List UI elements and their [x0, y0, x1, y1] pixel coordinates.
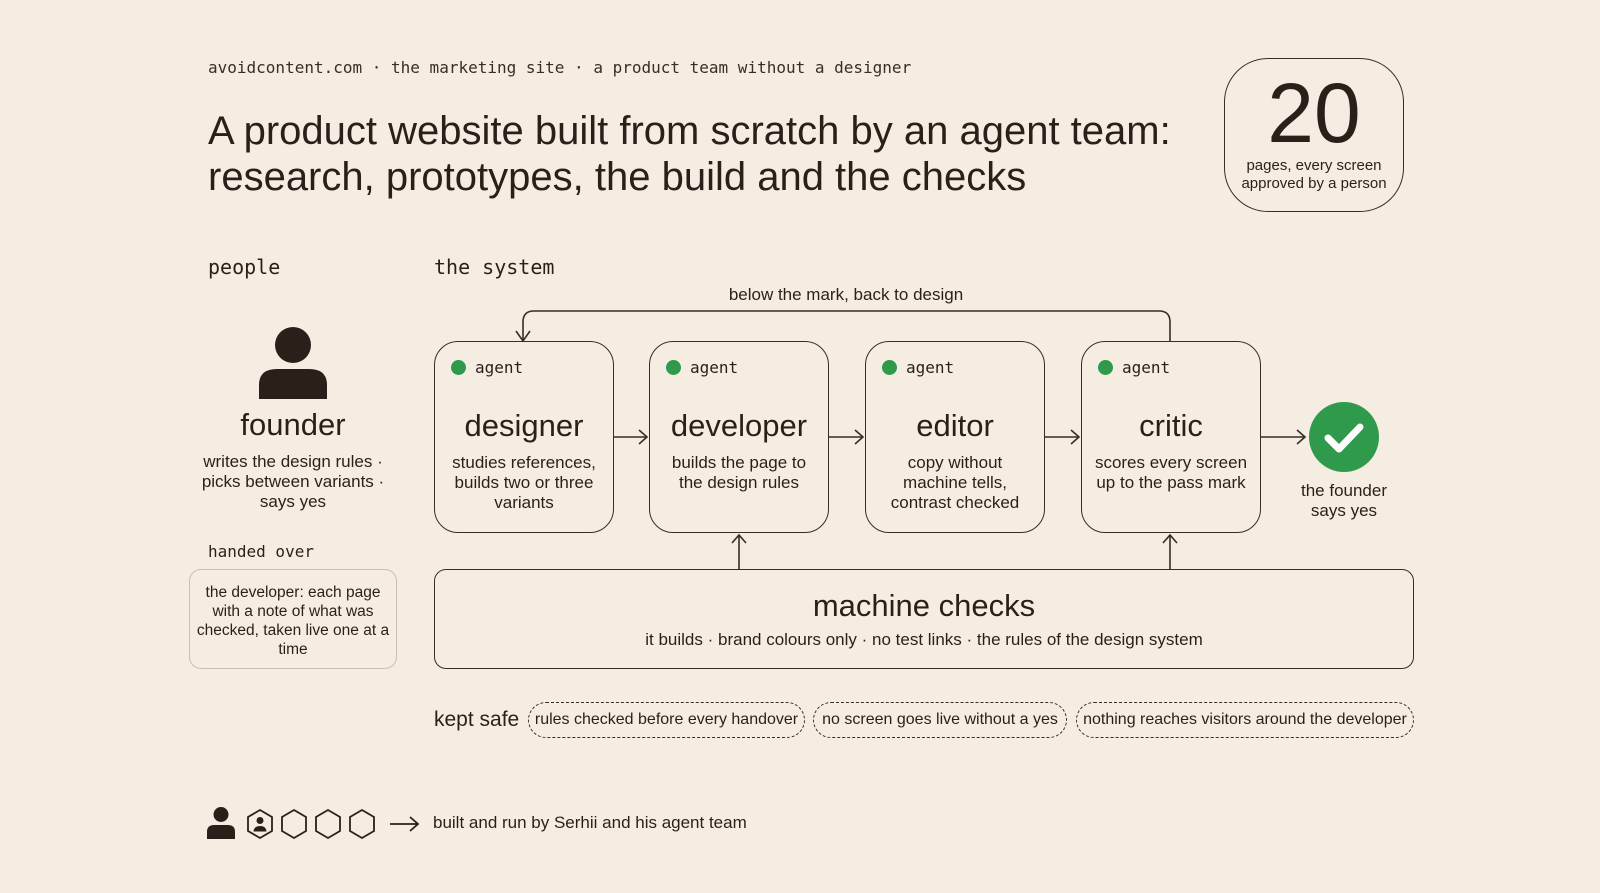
hexagon-icon — [281, 808, 307, 840]
agent-status-dot — [882, 360, 897, 375]
agent-name: critic — [1139, 408, 1203, 443]
handed-over-text: the developer: each page with a note of … — [196, 584, 390, 658]
loop-back-line — [522, 310, 1171, 341]
check-circle-icon — [1309, 402, 1379, 472]
agent-card-developer: agent developer builds the page to the d… — [649, 341, 829, 533]
stat-value: 20 — [1267, 66, 1361, 160]
kept-safe-pill: rules checked before every handover — [528, 702, 805, 738]
machine-checks-box: machine checks it builds · brand colours… — [434, 569, 1414, 669]
kept-safe-pill: nothing reaches visitors around the deve… — [1076, 702, 1414, 738]
machine-checks-title: machine checks — [812, 588, 1036, 623]
hexagon-icon — [315, 808, 341, 840]
agent-name: designer — [464, 408, 584, 443]
agent-tag: agent — [906, 358, 955, 377]
arrow-checks-critic — [1162, 533, 1178, 569]
arrow-right-icon — [390, 816, 420, 832]
arrow-editor-critic — [1045, 429, 1081, 445]
agent-hexagon-icon — [247, 808, 273, 840]
agent-description: builds the page to the design rules — [671, 453, 807, 492]
handed-over-box: the developer: each page with a note of … — [189, 569, 397, 669]
agent-status-dot — [451, 360, 466, 375]
page-title: A product website built from scratch by … — [208, 108, 1188, 200]
agent-tag: agent — [475, 358, 524, 377]
breadcrumb: avoidcontent.com · the marketing site · … — [208, 58, 912, 77]
person-icon — [207, 807, 235, 839]
kept-safe-pill: no screen goes live without a yes — [813, 702, 1067, 738]
agent-tag: agent — [690, 358, 739, 377]
page-title-line-1: A product website built from scratch by … — [208, 109, 1171, 153]
agent-card-editor: agent editor copy without machine tells,… — [865, 341, 1045, 533]
arrow-critic-approve — [1261, 429, 1307, 445]
stat-badge: 20 pages, every screen approved by a per… — [1224, 58, 1404, 212]
arrow-developer-editor — [829, 429, 865, 445]
agent-status-dot — [1098, 360, 1113, 375]
loop-back-label: below the mark, back to design — [728, 285, 964, 304]
arrow-designer-developer — [614, 429, 649, 445]
agent-description: studies references, builds two or three … — [452, 453, 596, 512]
page-title-line-2: research, prototypes, the build and the … — [208, 155, 1027, 199]
agent-card-designer: agent designer studies references, build… — [434, 341, 614, 533]
approval-label: the founder says yes — [1300, 481, 1387, 520]
arrow-checks-developer — [731, 533, 747, 569]
footer-credit: built and run by Serhii and his agent te… — [433, 813, 747, 832]
machine-checks-description: it builds · brand colours only · no test… — [645, 630, 1203, 649]
hexagon-icon — [349, 808, 375, 840]
people-section-label: people — [208, 255, 281, 279]
agent-name: editor — [916, 408, 994, 443]
agent-name: developer — [670, 408, 808, 443]
agent-tag: agent — [1122, 358, 1171, 377]
founder-description: writes the design rules · picks between … — [201, 452, 385, 511]
loop-back-arrowhead — [515, 330, 531, 343]
stat-caption: pages, every screen approved by a person — [1241, 157, 1387, 192]
agent-status-dot — [666, 360, 681, 375]
founder-name: founder — [240, 407, 346, 442]
team-icons — [207, 807, 375, 840]
agent-description: scores every screen up to the pass mark — [1094, 453, 1248, 492]
agent-description: copy without machine tells, contrast che… — [890, 453, 1020, 512]
kept-safe-label: kept safe — [434, 708, 520, 731]
person-icon — [259, 327, 327, 399]
agent-card-critic: agent critic scores every screen up to t… — [1081, 341, 1261, 533]
handed-over-label: handed over — [208, 542, 314, 561]
system-section-label: the system — [434, 255, 555, 279]
